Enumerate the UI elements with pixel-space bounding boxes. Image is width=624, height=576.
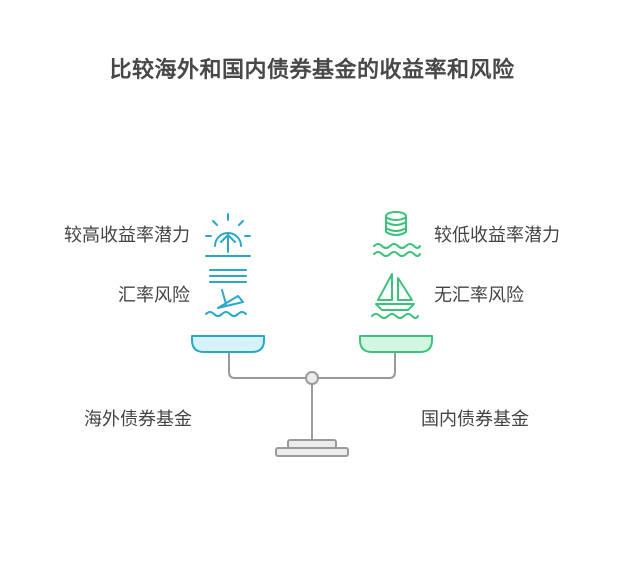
right-risk-label: 无汇率风险 [434, 285, 524, 306]
coin-stack-icon [373, 211, 421, 257]
sailboat-icon [371, 273, 419, 319]
scale-base-top [287, 439, 337, 449]
right-benefit-label: 较低收益率潜力 [434, 225, 560, 246]
left-risk-label: 汇率风险 [118, 285, 190, 306]
right-fund-label: 国内债券基金 [421, 409, 529, 430]
sunrise-icon [205, 213, 251, 257]
page-title: 比较海外和国内债券基金的收益率和风险 [109, 58, 515, 83]
left-scale-pan [191, 335, 265, 353]
balance-scale [228, 351, 396, 457]
scale-pivot [305, 371, 319, 385]
scale-base-bottom [275, 447, 349, 457]
left-fund-label: 海外债券基金 [84, 409, 192, 430]
left-benefit-label: 较高收益率潜力 [64, 225, 190, 246]
right-scale-pan [359, 335, 433, 353]
sinking-boat-icon [205, 269, 247, 317]
